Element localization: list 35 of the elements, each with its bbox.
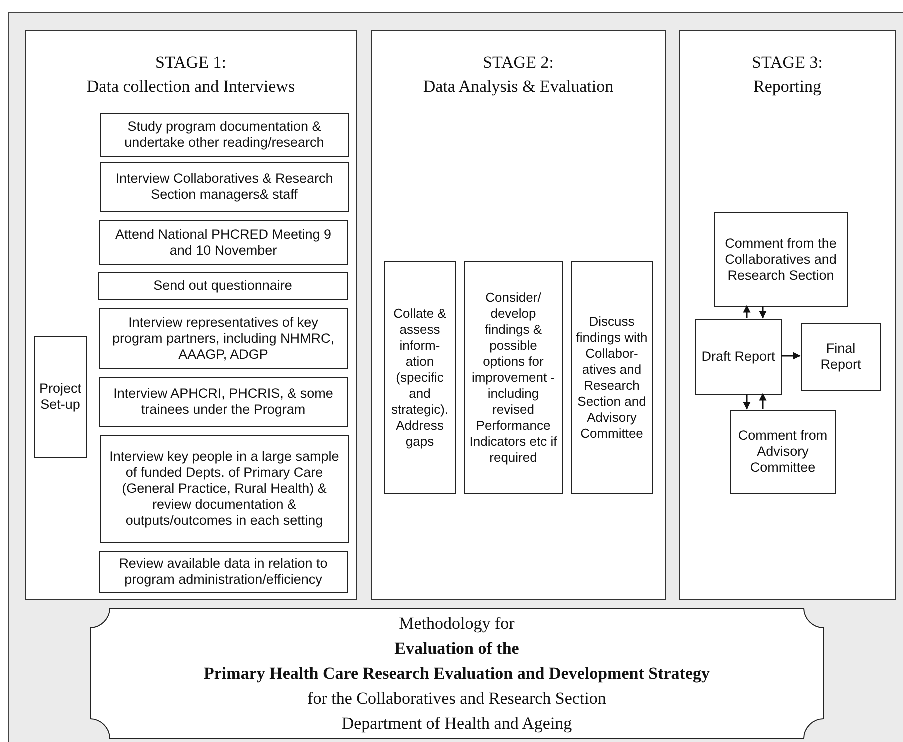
- stage-panel: [371, 30, 666, 600]
- stage-heading: STAGE 1:: [156, 52, 226, 74]
- process-box: Attend National PHCRED Meeting 9 and 10 November: [99, 220, 348, 265]
- process-box: Consider/ develop findings & possible options for improvement - including revised Performance Indicators etc if required: [464, 261, 563, 494]
- process-box: Interview APHCRI, PHCRIS, & some trainees under the Program: [99, 377, 348, 427]
- stage-panel: [679, 30, 896, 600]
- process-box: Project Set-up: [34, 336, 87, 458]
- process-box: Interview Collaboratives & Research Section managers& staff: [100, 162, 349, 212]
- process-box: Comment from the Collaboratives and Research Section: [714, 212, 848, 307]
- banner-text: Department of Health and Ageing: [342, 713, 572, 735]
- arrow: [759, 306, 767, 319]
- process-box: Draft Report: [695, 319, 782, 395]
- process-box: Comment from Advisory Committee: [730, 410, 836, 494]
- arrow: [759, 393, 767, 409]
- stage-subtitle: Reporting: [754, 76, 822, 98]
- stage-heading: STAGE 2:: [483, 52, 554, 74]
- process-box: Interview key people in a large sample of funded Depts. of Primary Care (General Practice, Rural Health) & review documentation & outputs/outcomes in each setting: [100, 435, 349, 543]
- process-box: Final Report: [801, 323, 881, 391]
- arrow: [743, 305, 751, 318]
- arrow: [743, 394, 751, 410]
- process-box: Discuss findings with Collabor- atives and Research Section and Advisory Committee: [571, 261, 653, 494]
- banner-text: Evaluation of the: [394, 638, 520, 660]
- stage-panel: [25, 30, 357, 600]
- stage-heading: STAGE 3:: [752, 52, 823, 74]
- process-box: Review available data in relation to program administration/efficiency: [99, 551, 348, 593]
- stage-subtitle: Data collection and Interviews: [86, 76, 296, 98]
- process-box: Collate & assess inform- ation (specific and strategic). Address gaps: [384, 261, 456, 494]
- process-box: Interview representatives of key program partners, including NHMRC, AAAGP, ADGP: [99, 308, 348, 369]
- banner-text: for the Collaboratives and Research Section: [308, 688, 606, 710]
- banner-text: Primary Health Care Research Evaluation and Development Strategy: [204, 663, 710, 685]
- banner-text: Methodology for: [399, 613, 515, 635]
- process-box: Send out questionnaire: [98, 272, 348, 300]
- stage-subtitle: Data Analysis & Evaluation: [423, 76, 614, 98]
- arrow: [781, 352, 801, 360]
- process-box: Study program documentation & undertake other reading/research: [100, 113, 349, 157]
